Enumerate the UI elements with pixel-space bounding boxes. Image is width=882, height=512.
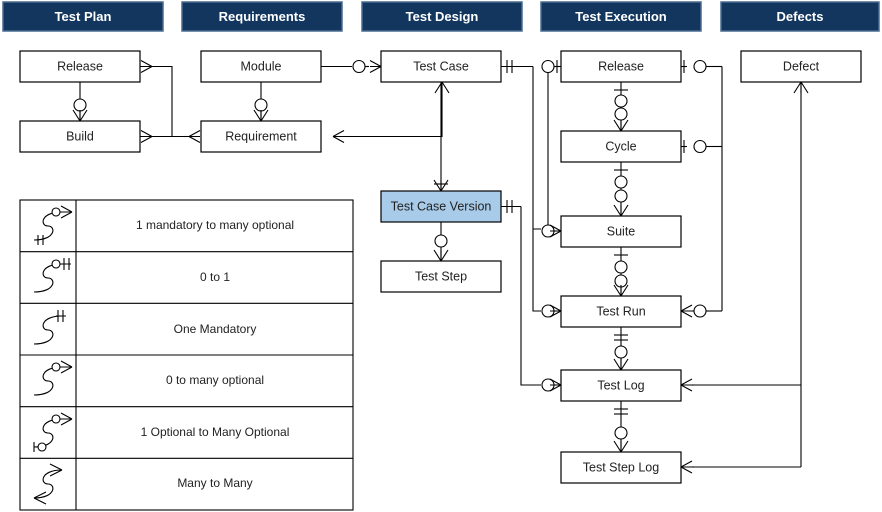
entity-suite-label: Suite <box>607 224 636 238</box>
header-test-plan[interactable]: Test Plan <box>2 1 164 32</box>
legend-row-5: 1 Optional to Many Optional <box>33 412 290 452</box>
entity-defect-label: Defect <box>783 59 820 73</box>
entity-module[interactable]: Module <box>200 50 322 83</box>
entity-requirement[interactable]: Requirement <box>200 120 322 153</box>
header-test-design-label: Test Design <box>406 9 479 24</box>
column-headers: Test Plan Requirements Test Design Test … <box>2 1 880 32</box>
header-test-execution-label: Test Execution <box>575 9 667 24</box>
header-test-design[interactable]: Test Design <box>361 1 523 32</box>
header-requirements-label: Requirements <box>219 9 306 24</box>
header-defects[interactable]: Defects <box>720 1 880 32</box>
legend-row-2: 0 to 1 <box>33 258 230 293</box>
header-test-plan-label: Test Plan <box>55 9 112 24</box>
legend-row-1: 1 mandatory to many optional <box>33 205 294 245</box>
entity-test-case-version-label: Test Case Version <box>391 199 492 213</box>
legend-row-6-label: Many to Many <box>177 476 252 490</box>
legend-row-4: 0 to many optional <box>33 360 264 396</box>
legend-row-3: One Mandatory <box>33 310 257 345</box>
legend-row-2-label: 0 to 1 <box>200 270 230 284</box>
legend-row-1-label: 1 mandatory to many optional <box>136 218 294 232</box>
entity-build-label: Build <box>66 129 94 143</box>
entity-cycle-label: Cycle <box>605 139 636 153</box>
relationship-connectors <box>72 59 809 474</box>
entity-module-label: Module <box>241 59 282 73</box>
legend-row-6: Many to Many <box>33 463 253 505</box>
header-requirements[interactable]: Requirements <box>181 1 343 32</box>
entity-defect[interactable]: Defect <box>740 50 862 83</box>
entity-cycle[interactable]: Cycle <box>560 130 682 163</box>
entity-suite[interactable]: Suite <box>560 215 682 248</box>
header-test-execution[interactable]: Test Execution <box>540 1 702 32</box>
entity-release-exec[interactable]: Release <box>560 50 682 83</box>
entity-test-step-log-label: Test Step Log <box>583 460 659 474</box>
entity-test-log[interactable]: Test Log <box>560 369 682 402</box>
entity-test-run[interactable]: Test Run <box>560 295 682 328</box>
entity-test-case[interactable]: Test Case <box>380 50 502 83</box>
legend-table: 1 mandatory to many optional 0 to 1 One … <box>19 199 354 511</box>
entity-build[interactable]: Build <box>19 120 141 153</box>
entity-test-case-version[interactable]: Test Case Version <box>380 190 502 223</box>
entity-test-step-label: Test Step <box>415 269 467 283</box>
entity-test-case-label: Test Case <box>413 59 469 73</box>
entity-release-plan-label: Release <box>57 59 103 73</box>
entity-test-run-label: Test Run <box>596 304 645 318</box>
entity-requirement-label: Requirement <box>225 129 297 143</box>
legend-row-3-label: One Mandatory <box>174 322 257 336</box>
entity-release-exec-label: Release <box>598 59 644 73</box>
header-defects-label: Defects <box>777 9 824 24</box>
entity-release-plan[interactable]: Release <box>19 50 141 83</box>
legend-row-5-label: 1 Optional to Many Optional <box>141 425 290 439</box>
legend-row-4-label: 0 to many optional <box>166 373 264 387</box>
entity-test-step-log[interactable]: Test Step Log <box>560 451 682 484</box>
entity-test-step[interactable]: Test Step <box>380 260 502 293</box>
entities: Release Build Module Requirement Test Ca… <box>19 50 862 484</box>
entity-test-log-label: Test Log <box>597 378 644 392</box>
